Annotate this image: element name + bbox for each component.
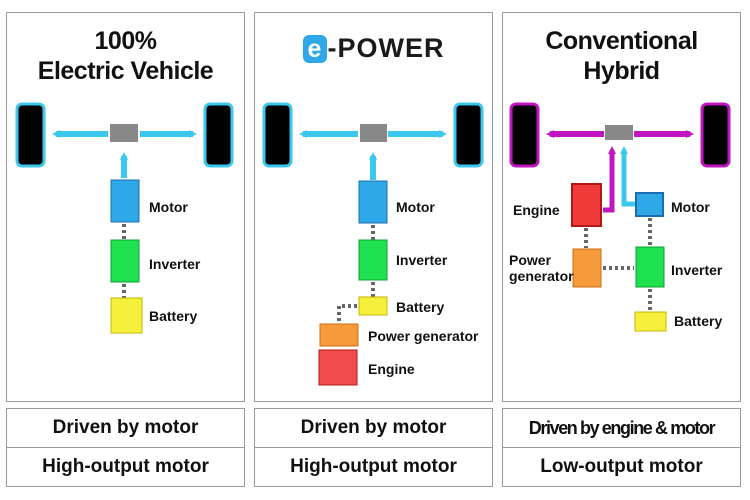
ev-battery-label: Battery: [149, 308, 198, 324]
row1-hybrid: Driven by engine & motor: [502, 408, 741, 448]
hybrid-engine-label: Engine: [513, 202, 560, 218]
panel-ev-title-line2: Electric Vehicle: [37, 57, 214, 85]
wheel-icon: [453, 102, 484, 168]
hybrid-power-generator-label-line2: generator: [509, 268, 574, 284]
hybrid-motor-box: [635, 192, 664, 217]
epower-battery-box: [358, 296, 388, 316]
hybrid-power-generator-label-line1: Power: [509, 252, 552, 268]
ev-battery-box: [110, 297, 143, 334]
panel-hybrid-title-line1: Conventional: [545, 27, 698, 55]
epower-logo-e: e: [302, 35, 328, 63]
epower-motor-box: [358, 180, 388, 224]
ev-inverter-label: Inverter: [149, 256, 201, 272]
row2-ev: High-output motor: [6, 447, 245, 487]
epower-engine-label: Engine: [368, 361, 415, 377]
wheel-icon: [15, 102, 46, 168]
gear-differential-icon: [110, 124, 138, 142]
hybrid-battery-box: [634, 311, 667, 332]
panel-hybrid-title-line2: Hybrid: [583, 57, 660, 85]
gear-differential-icon: [605, 125, 633, 140]
epower-inverter-label: Inverter: [396, 252, 448, 268]
epower-power-generator-box: [319, 323, 359, 347]
hybrid-motor-label: Motor: [671, 199, 710, 215]
hybrid-inverter-box: [635, 246, 665, 288]
panel-hybrid: [502, 12, 741, 402]
hybrid-battery-label: Battery: [674, 313, 723, 329]
epower-motor-label: Motor: [396, 199, 435, 215]
ev-motor-label: Motor: [149, 199, 188, 215]
epower-logo-text: -POWER: [327, 33, 445, 63]
hybrid-inverter-label: Inverter: [671, 262, 723, 278]
hybrid-power-generator-box: [572, 248, 602, 288]
hybrid-drivetrain: [509, 102, 731, 332]
hybrid-engine-box: [571, 183, 602, 227]
row2-epower: High-output motor: [254, 447, 493, 487]
ev-drivetrain: [15, 102, 234, 334]
epower-engine-box: [318, 349, 358, 386]
hybrid-power-generator-label: Power generator: [509, 252, 574, 284]
ev-inverter-box: [110, 239, 140, 283]
wheel-icon: [509, 102, 540, 168]
gear-differential-icon: [360, 124, 387, 142]
wheel-icon: [262, 102, 293, 168]
panel-ev-title-line1: 100%: [94, 27, 157, 55]
ev-motor-box: [110, 179, 140, 223]
epower-drivetrain: [262, 102, 484, 386]
epower-battery-label: Battery: [396, 299, 445, 315]
epower-logo: e-POWER: [254, 32, 493, 65]
panel-ev-title: 100% Electric Vehicle: [6, 26, 245, 86]
row2-hybrid: Low-output motor: [502, 447, 741, 487]
panel-hybrid-title: Conventional Hybrid: [502, 26, 741, 86]
epower-inverter-box: [358, 239, 388, 281]
wheel-icon: [700, 102, 731, 168]
wheel-icon: [203, 102, 234, 168]
row1-ev: Driven by motor: [6, 408, 245, 448]
row1-epower: Driven by motor: [254, 408, 493, 448]
epower-power-generator-label: Power generator: [368, 328, 479, 344]
